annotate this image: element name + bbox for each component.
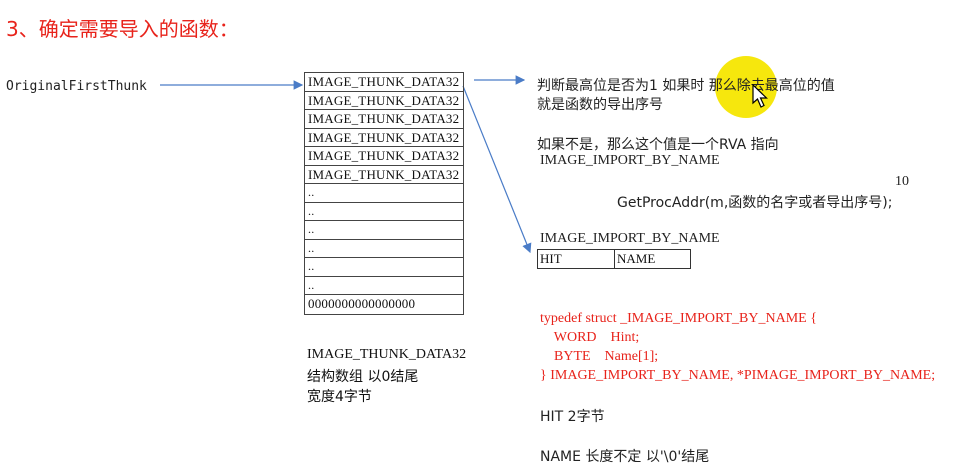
name-length-note: NAME 长度不定 以'\0'结尾 — [540, 449, 710, 465]
thunk-caption-desc: 结构数组 以0结尾 — [307, 369, 419, 385]
typedef-line-3: BYTE Name[1]; — [540, 349, 659, 364]
thunk-row: IMAGE_THUNK_DATA32 — [305, 147, 463, 166]
note-line-3: 如果不是，那么这个值是一个RVA 指向 — [537, 137, 779, 153]
thunk-row: IMAGE_THUNK_DATA32 — [305, 129, 463, 147]
thunk-row: IMAGE_THUNK_DATA32 — [305, 73, 463, 92]
note-line-2: 就是函数的导出序号 — [537, 97, 663, 113]
name-cell: NAME — [617, 251, 656, 266]
note-line-1: 判断最高位是否为1 如果时 那么除去最高位的值 — [537, 78, 835, 94]
thunk-dot-row: .. — [305, 240, 463, 258]
import-arrow — [462, 85, 532, 254]
mouse-cursor-icon — [752, 84, 768, 108]
thunk-row: IMAGE_THUNK_DATA32 — [305, 92, 463, 110]
thunk-caption-type: IMAGE_THUNK_DATA32 — [307, 347, 467, 362]
note-number: 10 — [895, 174, 909, 189]
typedef-line-1: typedef struct _IMAGE_IMPORT_BY_NAME { — [540, 311, 817, 326]
thunk-dot-row: .. — [305, 203, 463, 221]
thunk-dot-row: .. — [305, 277, 463, 295]
original-first-thunk-label: OriginalFirstThunk — [6, 79, 147, 94]
cursor-highlight — [715, 56, 777, 118]
section-title: 3、确定需要导入的函数： — [6, 17, 239, 41]
note-line-4: IMAGE_IMPORT_BY_NAME — [540, 153, 720, 168]
hit-size-note: HIT 2字节 — [540, 409, 605, 425]
thunk-caption-width: 宽度4字节 — [307, 389, 372, 405]
thunk-dot-row: .. — [305, 258, 463, 277]
typedef-line-2: WORD Hint; — [540, 330, 640, 345]
getprocaddr-call: GetProcAddr(m,函数的名字或者导出序号); — [617, 195, 893, 211]
thunk-row: IMAGE_THUNK_DATA32 — [305, 110, 463, 129]
thunk-row: IMAGE_THUNK_DATA32 — [305, 166, 463, 184]
thunk-table: IMAGE_THUNK_DATA32 IMAGE_THUNK_DATA32 IM… — [304, 72, 464, 315]
hit-cell: HIT — [538, 250, 615, 268]
thunk-dot-row: .. — [305, 184, 463, 203]
thunk-terminator-row: 0000000000000000 — [308, 296, 416, 311]
import-by-name-label: IMAGE_IMPORT_BY_NAME — [540, 231, 720, 246]
thunk-dot-row: .. — [305, 221, 463, 240]
typedef-line-4: } IMAGE_IMPORT_BY_NAME, *PIMAGE_IMPORT_B… — [540, 368, 936, 383]
import-by-name-table: HIT NAME — [537, 249, 691, 269]
